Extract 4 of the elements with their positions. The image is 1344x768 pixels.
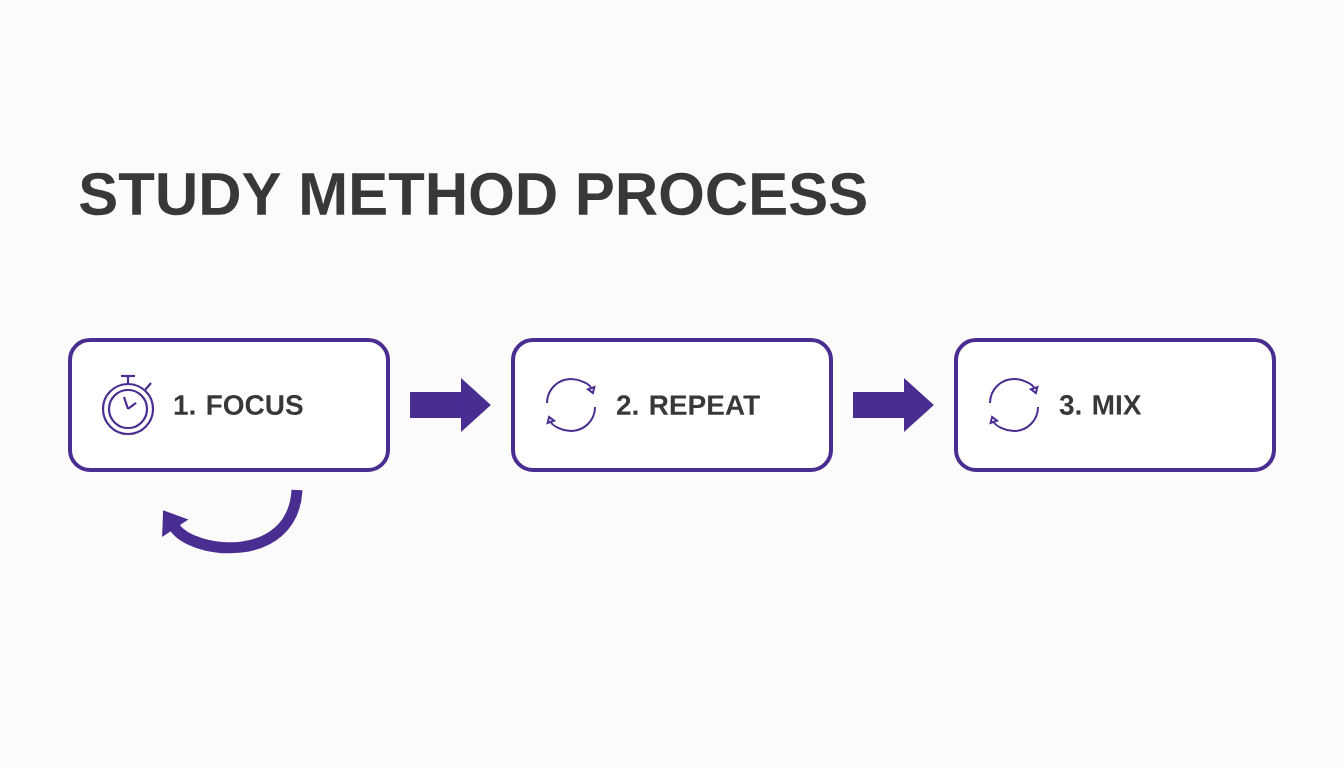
step-box: 3. MIX xyxy=(954,338,1276,472)
step-box: 2. REPEAT xyxy=(511,338,833,472)
title: STUDY METHOD PROCESS xyxy=(79,172,866,216)
step-box: 1. FOCUS xyxy=(68,338,390,472)
